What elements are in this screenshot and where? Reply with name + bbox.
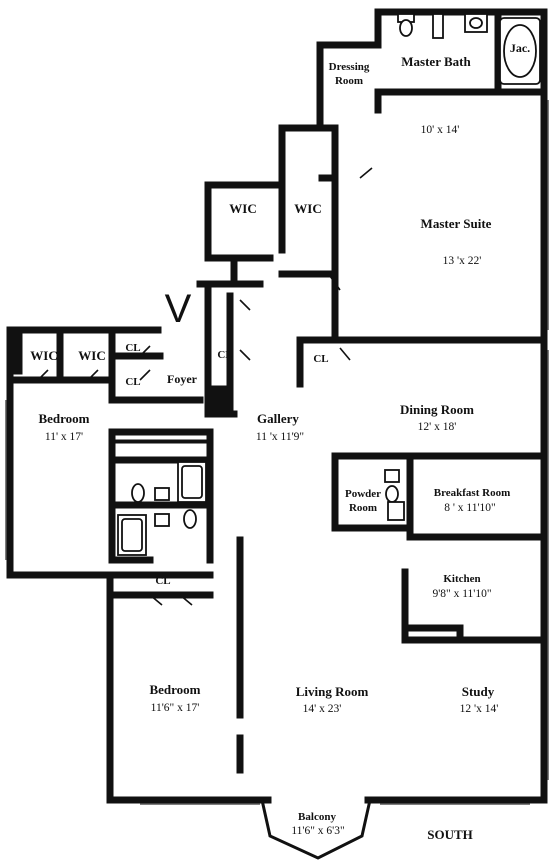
walls xyxy=(6,8,548,804)
bedroom-south-dim: 11'6" x 17' xyxy=(151,702,200,714)
cl-bedroom-upper-label: CL xyxy=(125,342,140,354)
cl-bedroom-lower-label: CL xyxy=(125,376,140,388)
door-swings xyxy=(37,167,373,606)
cl-bedroom-south-label: CL xyxy=(155,575,170,587)
bedroom-west-dim: 11' x 17' xyxy=(45,431,83,443)
wic-bedroom-2-label: WIC xyxy=(78,348,105,363)
powder-room-label-1: Powder xyxy=(345,488,381,500)
dining-room-dim: 12' x 18' xyxy=(418,421,457,433)
gallery-dim: 11 'x 11'9" xyxy=(256,431,304,443)
room-labels: Dressing Room Master Bath Jac. 10' x 14'… xyxy=(30,41,530,842)
cl-dining-label: CL xyxy=(313,353,328,365)
fixtures xyxy=(13,13,541,556)
balcony-outline xyxy=(260,798,372,860)
living-room-label: Living Room xyxy=(296,684,369,699)
kitchen-label: Kitchen xyxy=(443,573,480,585)
wic-top-left-label: WIC xyxy=(229,201,256,216)
gallery-label: Gallery xyxy=(257,411,299,426)
orientation-label: SOUTH xyxy=(427,827,473,842)
breakfast-room-label: Breakfast Room xyxy=(434,487,510,499)
balcony-dim: 11'6" x 6'3" xyxy=(291,825,344,837)
cl-gallery-label: CL xyxy=(217,349,232,361)
wic-bedroom-1-label: WIC xyxy=(30,348,57,363)
jacuzzi-label: Jac. xyxy=(510,41,530,55)
bedroom-south-label: Bedroom xyxy=(149,682,200,697)
master-suite-upper-dim: 10' x 14' xyxy=(421,124,460,136)
dining-room-label: Dining Room xyxy=(400,402,474,417)
dressing-room-label-1: Dressing xyxy=(329,61,370,73)
master-suite-dim: 13 'x 22' xyxy=(443,255,482,267)
entry-marker: V xyxy=(165,287,192,331)
powder-room-label-2: Room xyxy=(349,502,377,514)
kitchen-dim: 9'8" x 11'10" xyxy=(432,588,491,600)
master-suite-label: Master Suite xyxy=(421,216,492,231)
study-dim: 12 'x 14' xyxy=(460,703,499,715)
windows xyxy=(5,100,549,805)
balcony-label: Balcony xyxy=(298,811,336,823)
breakfast-room-dim: 8 ' x 11'10" xyxy=(444,502,496,514)
bedroom-west-label: Bedroom xyxy=(38,411,89,426)
foyer-label: Foyer xyxy=(167,372,198,386)
study-label: Study xyxy=(462,684,495,699)
dressing-room-label-2: Room xyxy=(335,75,363,87)
master-bath-label: Master Bath xyxy=(401,54,471,69)
living-room-dim: 14' x 23' xyxy=(303,703,342,715)
wic-top-right-label: WIC xyxy=(294,201,321,216)
